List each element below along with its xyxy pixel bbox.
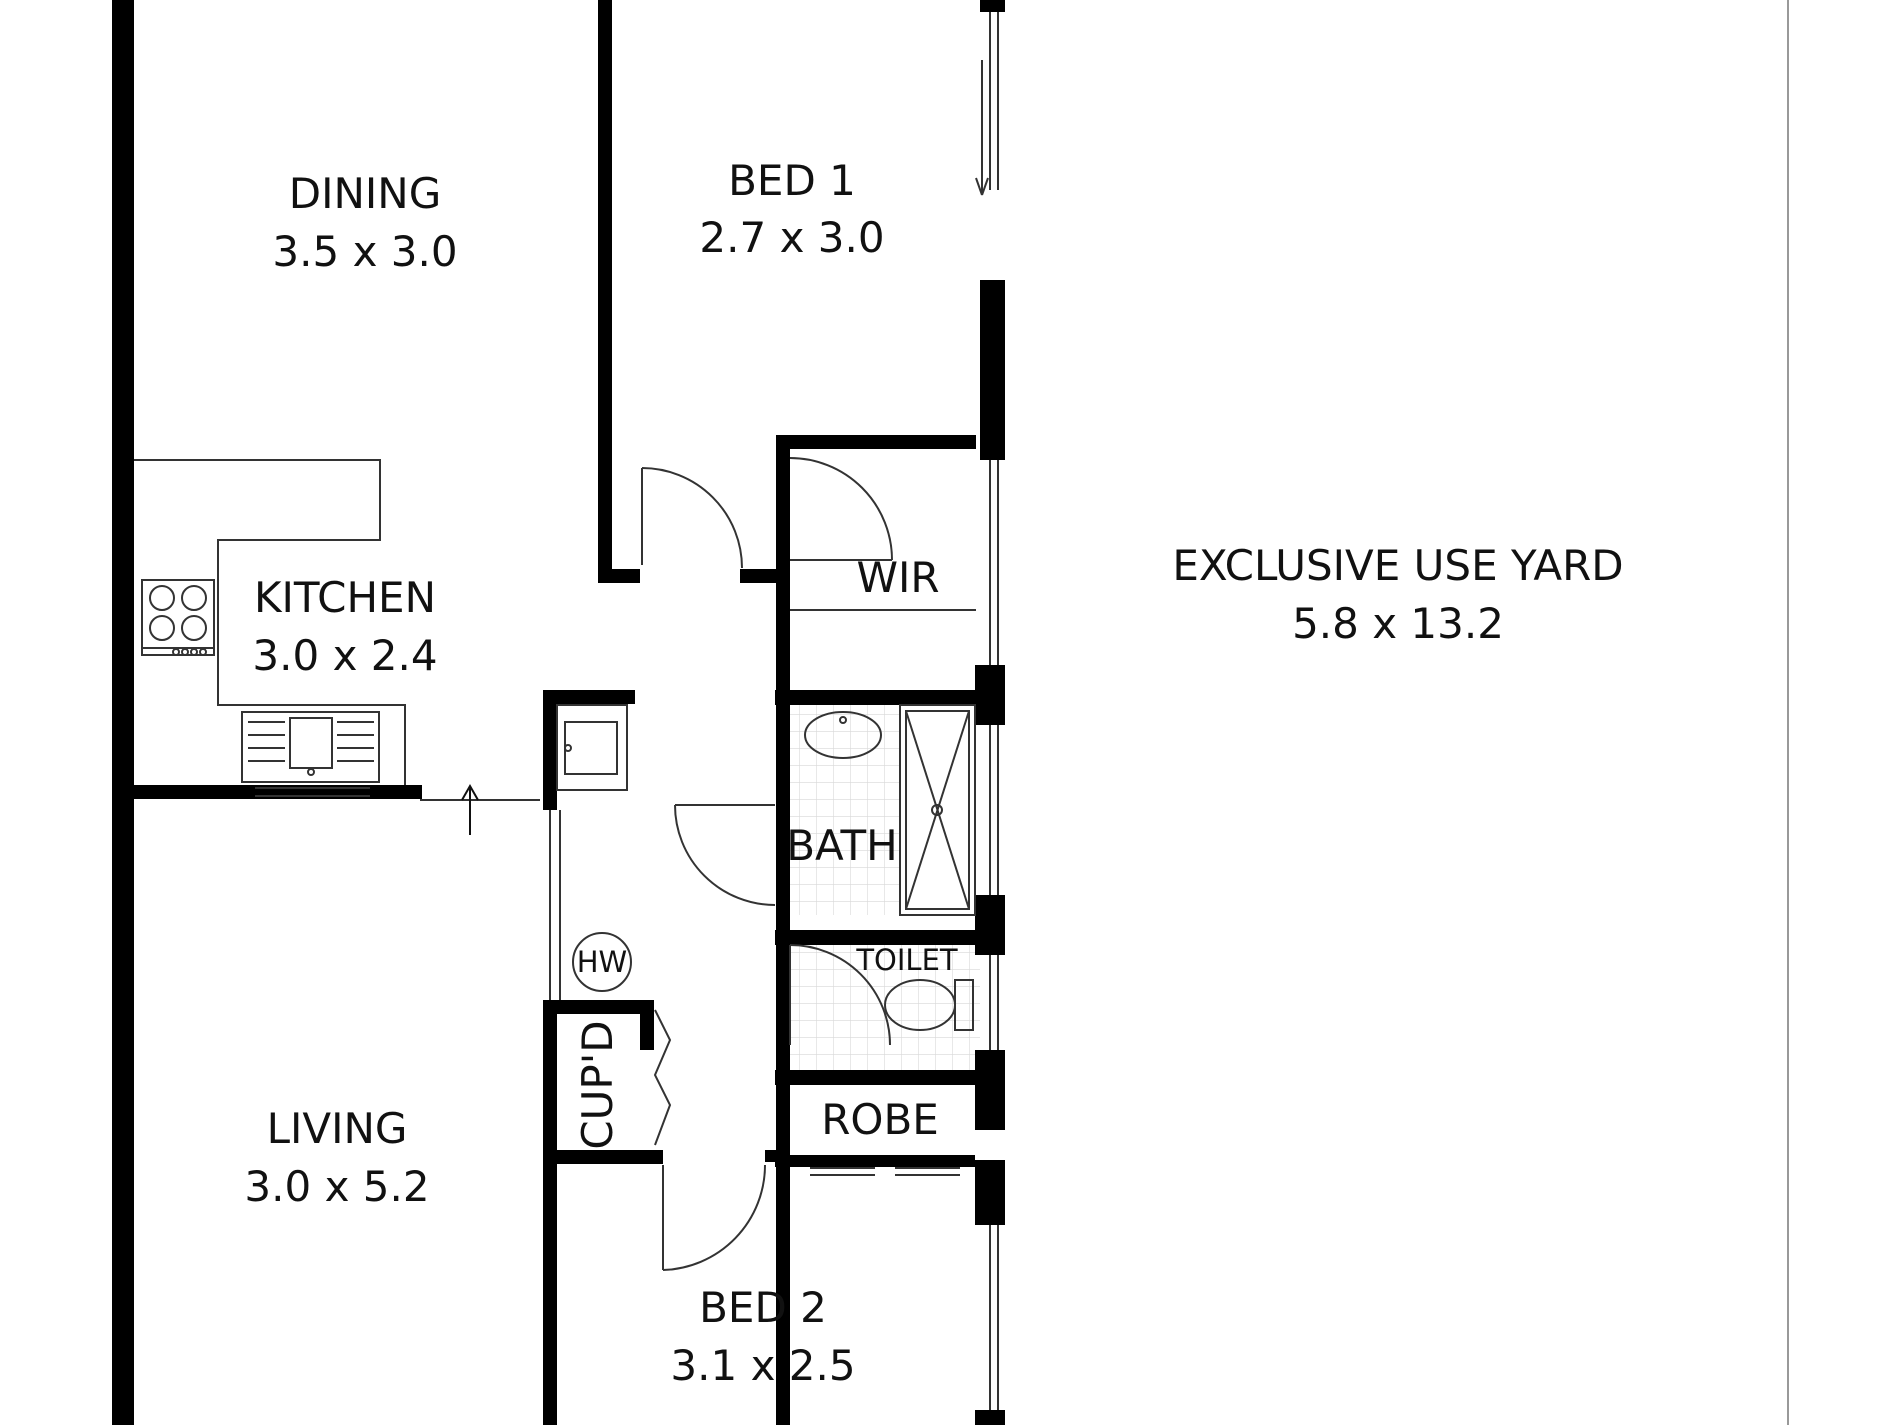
sink-icon — [241, 711, 380, 783]
room-label-yard: EXCLUSIVE USE YARD — [1172, 541, 1623, 590]
door-swings — [641, 457, 893, 1271]
bath-fixtures — [804, 704, 976, 916]
hot-water-icon — [572, 932, 632, 992]
room-size-bed2: 3.1 x 2.5 — [670, 1341, 855, 1390]
robe-sliding-doors — [810, 1167, 960, 1176]
room-label-toilet: TOILET — [855, 943, 958, 977]
entry-arrow — [461, 783, 479, 835]
room-label-living: LIVING — [267, 1104, 408, 1153]
room-label-robe: ROBE — [821, 1095, 939, 1144]
room-label-bed1: BED 1 — [728, 156, 856, 205]
kitchen-benches — [134, 459, 406, 785]
room-label-bed2: BED 2 — [699, 1283, 827, 1332]
room-labels: DINING 3.5 x 3.0 BED 1 2.7 x 3.0 KITCHEN… — [244, 156, 1623, 1390]
laundry-tub-icon — [556, 704, 628, 791]
room-label-wir: WIR — [856, 553, 939, 602]
room-size-bed1: 2.7 x 3.0 — [699, 213, 884, 262]
room-label-hw: HW — [577, 945, 627, 979]
walls — [112, 0, 1005, 1425]
room-label-bath: BATH — [786, 821, 898, 870]
room-size-yard: 5.8 x 13.2 — [1292, 599, 1504, 648]
windows — [255, 12, 999, 1410]
room-label-cupd: CUP'D — [573, 1020, 622, 1149]
room-size-dining: 3.5 x 3.0 — [272, 227, 457, 276]
sliding-door — [975, 60, 989, 196]
room-size-kitchen: 3.0 x 2.4 — [252, 631, 437, 680]
cooktop-icon — [149, 585, 207, 656]
toilet-icon — [884, 979, 974, 1031]
room-label-dining: DINING — [289, 169, 442, 218]
room-label-kitchen: KITCHEN — [254, 573, 436, 622]
room-size-living: 3.0 x 5.2 — [244, 1162, 429, 1211]
